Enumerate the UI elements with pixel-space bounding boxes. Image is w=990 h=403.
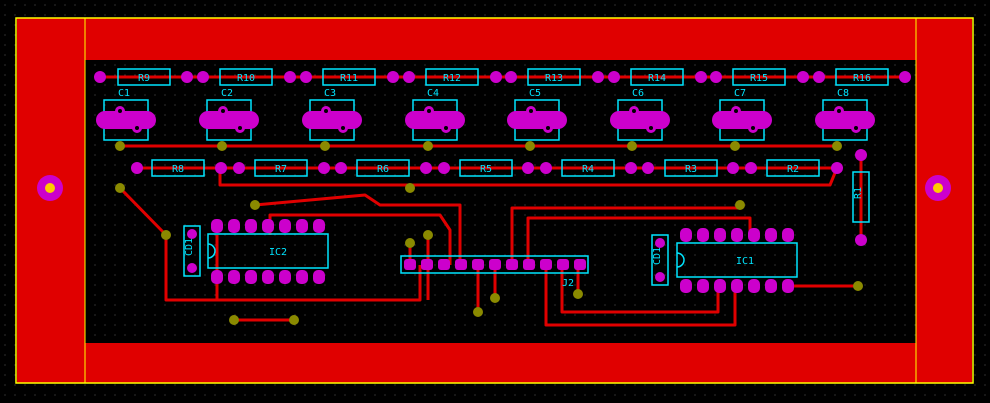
resistor-label: R6 xyxy=(377,164,389,175)
vias xyxy=(115,183,863,325)
capacitor-c4: C4 xyxy=(405,88,465,151)
capacitor-c8: C8 xyxy=(815,88,875,151)
resistor-r3: R3 xyxy=(642,159,739,177)
cd1-label: CD1 xyxy=(184,238,195,256)
capacitor-label: C4 xyxy=(427,88,439,99)
resistor-row-middle: R8 R7 R6 R5 R4 R3 R2 xyxy=(131,159,843,177)
resistor-r10: R10 xyxy=(197,68,296,86)
resistor-r15: R15 xyxy=(710,68,809,86)
resistor-label: R2 xyxy=(787,164,799,175)
j2-connector: J2 xyxy=(400,255,589,289)
ic1-chip: IC1 xyxy=(676,228,798,293)
mounting-hole-left xyxy=(37,175,63,201)
resistor-r11: R11 xyxy=(300,68,399,86)
capacitor-c3: C3 xyxy=(302,88,362,151)
capacitor-label: C6 xyxy=(632,88,644,99)
capacitor-c6: C6 xyxy=(610,88,670,151)
board-outline xyxy=(15,17,974,384)
capacitor-label: C3 xyxy=(324,88,336,99)
cd1-right: CD1 xyxy=(651,234,669,286)
resistor-label: R5 xyxy=(480,164,492,175)
resistor-label: R10 xyxy=(237,73,255,84)
resistor-label: R16 xyxy=(853,73,871,84)
resistor-r4: R4 xyxy=(540,159,637,177)
cd1-left: CD1 xyxy=(183,225,201,277)
resistor-r8: R8 xyxy=(131,159,227,177)
resistor-label: R7 xyxy=(275,164,287,175)
capacitor-label: C5 xyxy=(529,88,541,99)
resistor-r12: R12 xyxy=(403,68,502,86)
resistor-label: R4 xyxy=(582,164,594,175)
resistor-label: R1 xyxy=(853,187,864,199)
capacitor-c7: C7 xyxy=(712,88,772,151)
resistor-r1: R1 xyxy=(852,149,870,246)
capacitor-c5: C5 xyxy=(507,88,567,151)
capacitor-label: C8 xyxy=(837,88,849,99)
resistor-row-top: R9 R10 R11 R12 R13 R14 xyxy=(94,68,911,86)
resistor-r7: R7 xyxy=(233,159,330,177)
resistor-label: R11 xyxy=(340,73,358,84)
resistor-label: R3 xyxy=(685,164,697,175)
ic-label: IC2 xyxy=(269,247,287,258)
resistor-r16: R16 xyxy=(813,68,911,86)
resistor-r9: R9 xyxy=(94,68,193,86)
resistor-label: R8 xyxy=(172,164,184,175)
ic2-chip: IC2 xyxy=(207,219,329,284)
capacitor-c2: C2 xyxy=(199,88,259,151)
capacitor-label: C7 xyxy=(734,88,746,99)
capacitor-label: C2 xyxy=(221,88,233,99)
resistor-r13: R13 xyxy=(505,68,604,86)
resistor-label: R13 xyxy=(545,73,563,84)
capacitor-c1: C1 xyxy=(96,88,156,151)
resistor-r14: R14 xyxy=(608,68,707,86)
capacitor-row: C1 C2 C3 C4 xyxy=(96,88,875,151)
resistor-label: R15 xyxy=(750,73,768,84)
cd1-label: CD1 xyxy=(652,247,663,265)
resistor-r2: R2 xyxy=(745,159,843,177)
ic-label: IC1 xyxy=(736,256,754,267)
resistor-label: R14 xyxy=(648,73,666,84)
resistor-label: R9 xyxy=(138,73,150,84)
capacitor-label: C1 xyxy=(118,88,130,99)
resistor-r5: R5 xyxy=(438,159,534,177)
resistor-r6: R6 xyxy=(335,159,432,177)
resistor-label: R12 xyxy=(443,73,461,84)
connector-label: J2 xyxy=(562,278,574,289)
mounting-hole-right xyxy=(925,175,951,201)
